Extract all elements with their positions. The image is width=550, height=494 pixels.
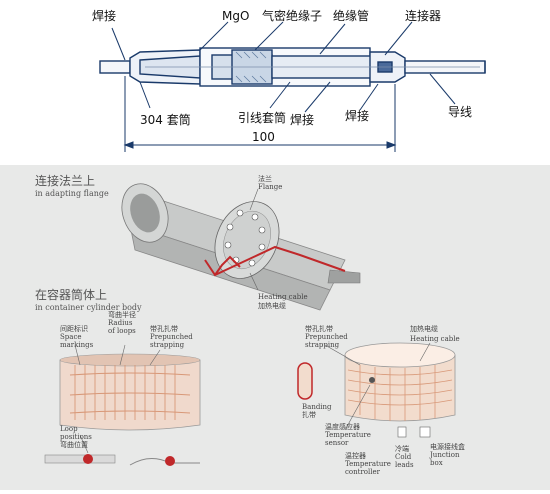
tank-junction-en1: Junction <box>429 451 460 459</box>
tank-strap-en1: Prepunched <box>305 333 348 341</box>
tank-controller-en1: Temperature <box>345 460 391 468</box>
flange-cable-en: Heating cable <box>258 293 308 301</box>
label-sleeve-304: 304 套筒 <box>140 112 191 127</box>
leader-lines <box>111 21 456 113</box>
tank-sensor-en1: Temperature <box>325 431 371 439</box>
cyl-loop-en1: Loop <box>60 425 78 433</box>
cable-section-diagram: 焊接 MgO 气密绝缘子 绝缘管 连接器 304 套筒 引线套筒 焊接 焊接 导… <box>0 0 550 160</box>
cyl-strap-en1: Prepunched <box>150 333 193 341</box>
cable-section-svg: 焊接 MgO 气密绝缘子 绝缘管 连接器 304 套筒 引线套筒 焊接 焊接 导… <box>92 8 486 152</box>
label-lead-wire: 导线 <box>448 105 472 119</box>
cyl-loop-cn: 弯曲位置 <box>60 440 88 449</box>
label-weld-mid: 焊接 <box>290 112 314 127</box>
installation-svg: 连接法兰上 in adapting flange 法兰 Flange Heati… <box>35 173 465 476</box>
cyl-space-en1: Space <box>60 333 82 341</box>
cyl-space-en2: markings <box>60 341 94 349</box>
cylinder-title-cn: 在容器筒体上 <box>35 287 107 302</box>
tank-strap-en2: strapping <box>305 341 340 349</box>
cyl-loop-en2: positions <box>60 433 92 441</box>
label-insulating-tube: 绝缘管 <box>333 8 369 23</box>
tank-sensor-en2: sensor <box>325 439 349 447</box>
cyl-space-cn: 间距标识 <box>60 324 88 333</box>
label-weld-right: 焊接 <box>345 108 369 123</box>
cyl-radius-en1: Radius <box>108 319 133 327</box>
label-dimension: 100 <box>252 130 275 144</box>
cyl-radius-cn: 弯曲半径 <box>108 310 136 319</box>
cylinder-illustration <box>44 344 201 466</box>
tank-illustration <box>297 342 456 438</box>
label-weld-left: 焊接 <box>92 8 116 23</box>
flange-label-cn: 法兰 <box>258 174 272 183</box>
tank-strap-cn: 带孔扎带 <box>305 324 333 333</box>
tank-banding-cn: 扎带 <box>302 410 316 419</box>
flange-cable-cn: 加热电缆 <box>258 301 286 310</box>
tank-cold-en2: leads <box>395 461 414 469</box>
label-lead-sleeve: 引线套筒 <box>238 110 286 125</box>
tank-junction-en2: box <box>430 459 443 467</box>
label-hermetic-insulator: 气密绝缘子 <box>262 8 322 23</box>
tank-cable-cn: 加热电缆 <box>410 324 438 333</box>
cyl-strap-cn: 带孔扎带 <box>150 324 178 333</box>
flange-label-en: Flange <box>258 183 282 191</box>
tank-sensor-cn: 温度感应器 <box>325 422 360 431</box>
tank-cold-cn: 冷端 <box>395 444 409 453</box>
tank-controller-cn: 温控器 <box>345 451 366 460</box>
flange-illustration <box>121 183 361 311</box>
cyl-radius-en2: of loops <box>108 327 136 335</box>
cyl-strap-en2: strapping <box>150 341 185 349</box>
hermetic-hatch <box>235 51 267 83</box>
flange-title-en: in adapting flange <box>35 189 109 198</box>
cylinder-title-en: in container cylinder body <box>35 303 142 312</box>
tank-junction-cn: 电源接线盒 <box>430 442 465 451</box>
tank-banding-en: Banding <box>302 403 332 411</box>
installation-diagram: 连接法兰上 in adapting flange 法兰 Flange Heati… <box>0 165 550 490</box>
label-mgo: MgO <box>222 9 249 23</box>
tank-cable-en: Heating cable <box>410 335 460 343</box>
cable-body <box>99 47 486 87</box>
dimension-line <box>123 76 397 152</box>
label-connector: 连接器 <box>405 8 441 23</box>
flange-title-cn: 连接法兰上 <box>35 173 95 188</box>
tank-cold-en1: Cold <box>395 453 412 461</box>
tank-controller-en2: controller <box>345 468 381 476</box>
